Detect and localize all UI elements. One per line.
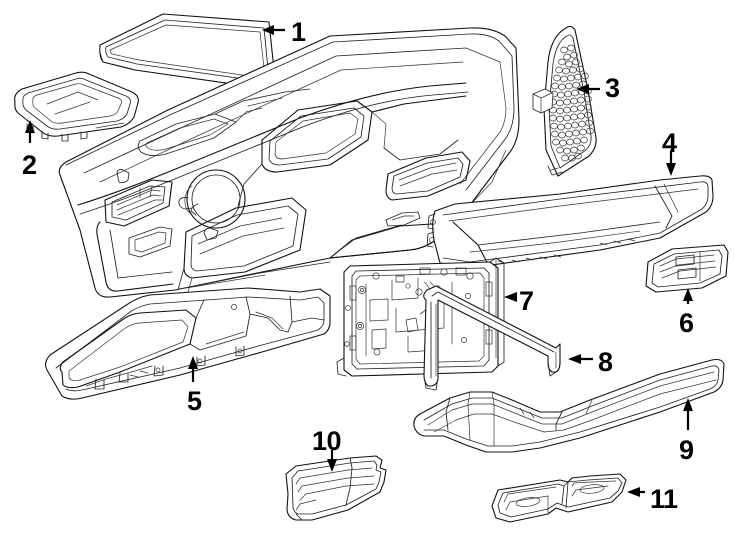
- part-9-lower-garnish: [413, 358, 725, 453]
- part-2-speaker-grille-cover: [14, 71, 139, 142]
- part-6-air-register: [645, 244, 729, 293]
- callout-label-7: 7: [519, 286, 534, 316]
- callout-label-4: 4: [662, 128, 677, 158]
- part-1-upper-cover: [99, 13, 275, 89]
- callout-label-6: 6: [679, 308, 694, 338]
- callout-label-8: 8: [598, 347, 613, 377]
- part-4-upper-garnish: [426, 175, 714, 269]
- part-7-reinforcement-panel: [336, 257, 505, 377]
- callout-label-5: 5: [187, 386, 202, 416]
- part-10-end-cap-trim: [285, 455, 387, 521]
- callout-label-1: 1: [291, 17, 306, 47]
- callout-leaders: [25, 25, 693, 497]
- callout-label-2: 2: [22, 150, 37, 180]
- callout-label-10: 10: [312, 426, 342, 456]
- callout-label-3: 3: [605, 73, 620, 103]
- callout-label-11: 11: [650, 484, 678, 514]
- part-8-seal-retainer: [423, 285, 561, 391]
- part-5-cluster-finish-panel: [44, 287, 331, 400]
- callout-label-9: 9: [679, 435, 694, 465]
- part-11-center-register: [491, 473, 627, 523]
- part-3-side-grille: [532, 25, 597, 177]
